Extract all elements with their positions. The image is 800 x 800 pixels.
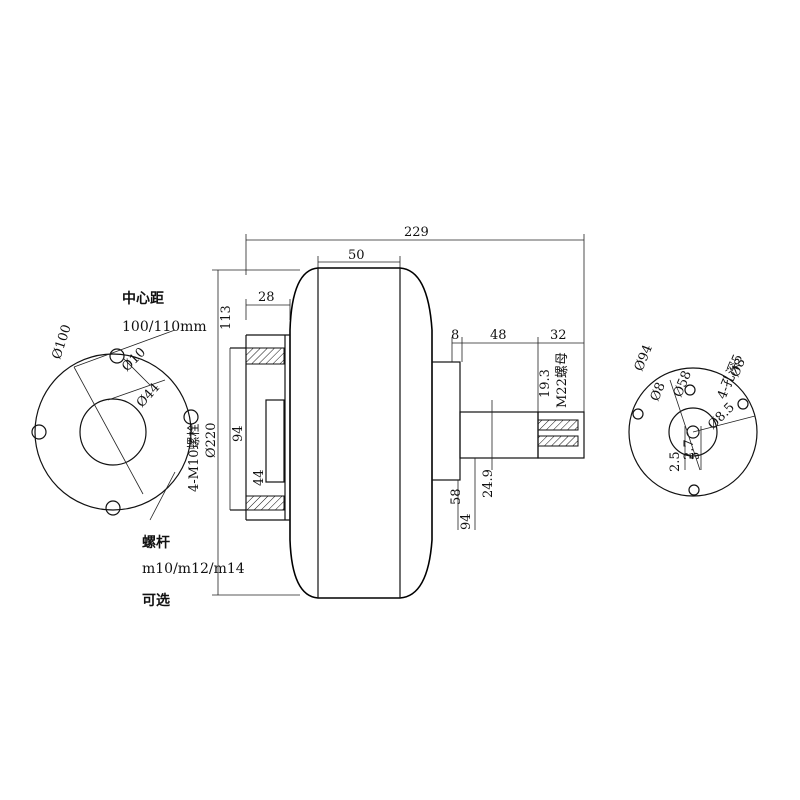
right-inner-circle: [668, 407, 718, 457]
bolt-hole-left: [31, 424, 47, 440]
dim-d8-b: Ø8: [728, 356, 749, 379]
dim-44: 44: [252, 469, 267, 486]
nut-hatch-bottom: [537, 435, 579, 447]
dim-d94: Ø94: [632, 343, 656, 374]
dim-48: 48: [490, 328, 507, 343]
center-distance-value: 100/110mm: [122, 319, 207, 335]
flange-hatch-bottom: [245, 495, 285, 511]
right-hole-right: [737, 398, 749, 410]
bore-slot: [265, 399, 285, 483]
bolt-hole-top: [109, 348, 125, 364]
dim-overall-length: 229: [404, 225, 429, 240]
stud-sizes: m10/m12/m14: [142, 561, 245, 577]
hub-drum-outline: [289, 267, 433, 599]
flange-hatch-top: [245, 347, 285, 365]
nut-note: M22螺母: [555, 352, 570, 408]
dim-24-9: 24.9: [481, 469, 496, 498]
stud-label: 螺杆: [142, 534, 170, 551]
shaft-step: [459, 411, 539, 459]
outer-flange-circle: [34, 353, 192, 511]
bore-circle: [79, 398, 147, 466]
optional-label: 可选: [142, 592, 170, 609]
dim-d44: Ø44: [134, 380, 163, 410]
dim-d100: Ø100: [50, 323, 75, 361]
dim-d10: Ø10: [119, 345, 149, 375]
left-flange-view: 中心距 100/110mm Ø100 Ø10 Ø44 Ø220 4-M10螺栓 …: [31, 290, 245, 609]
bolt-hole-right: [183, 409, 199, 425]
bolt-note: 4-M10螺栓: [187, 423, 202, 492]
dim-94-bottom: 94: [459, 513, 474, 530]
dim-d220: Ø220: [204, 423, 219, 458]
right-hole-top: [684, 384, 696, 396]
dim-d8-a: Ø8: [648, 380, 669, 403]
side-section-view: 229 50 28 113 94 44: [212, 225, 585, 599]
right-flange-view: Ø94 Ø8 Ø58 Ø8 4-孔深5 Ø8.5 2.7 2.5 5: [628, 343, 758, 497]
bearing-housing: [431, 361, 461, 481]
dim-5: 5: [688, 452, 703, 460]
dim-19-3: 19.3: [538, 369, 553, 398]
dim-28: 28: [258, 290, 275, 305]
dim-2-5: 2.5: [668, 451, 683, 472]
bolt-hole-bottom: [105, 500, 121, 516]
right-hole-left: [632, 408, 644, 420]
dim-50: 50: [348, 248, 365, 263]
dim-113: 113: [219, 305, 234, 330]
right-outer-circle: [628, 367, 758, 497]
dim-8: 8: [451, 328, 459, 343]
dim-32: 32: [550, 328, 567, 343]
right-hole-bottom: [688, 484, 700, 496]
center-distance-label: 中心距: [122, 290, 164, 307]
dim-94-left: 94: [231, 425, 246, 442]
dim-58: 58: [449, 488, 464, 505]
shaft-end: [537, 411, 585, 459]
dim-d8-5: Ø8.5: [705, 400, 738, 433]
dim-2-7: 2.7: [682, 439, 697, 460]
nut-hatch-top: [537, 419, 579, 431]
